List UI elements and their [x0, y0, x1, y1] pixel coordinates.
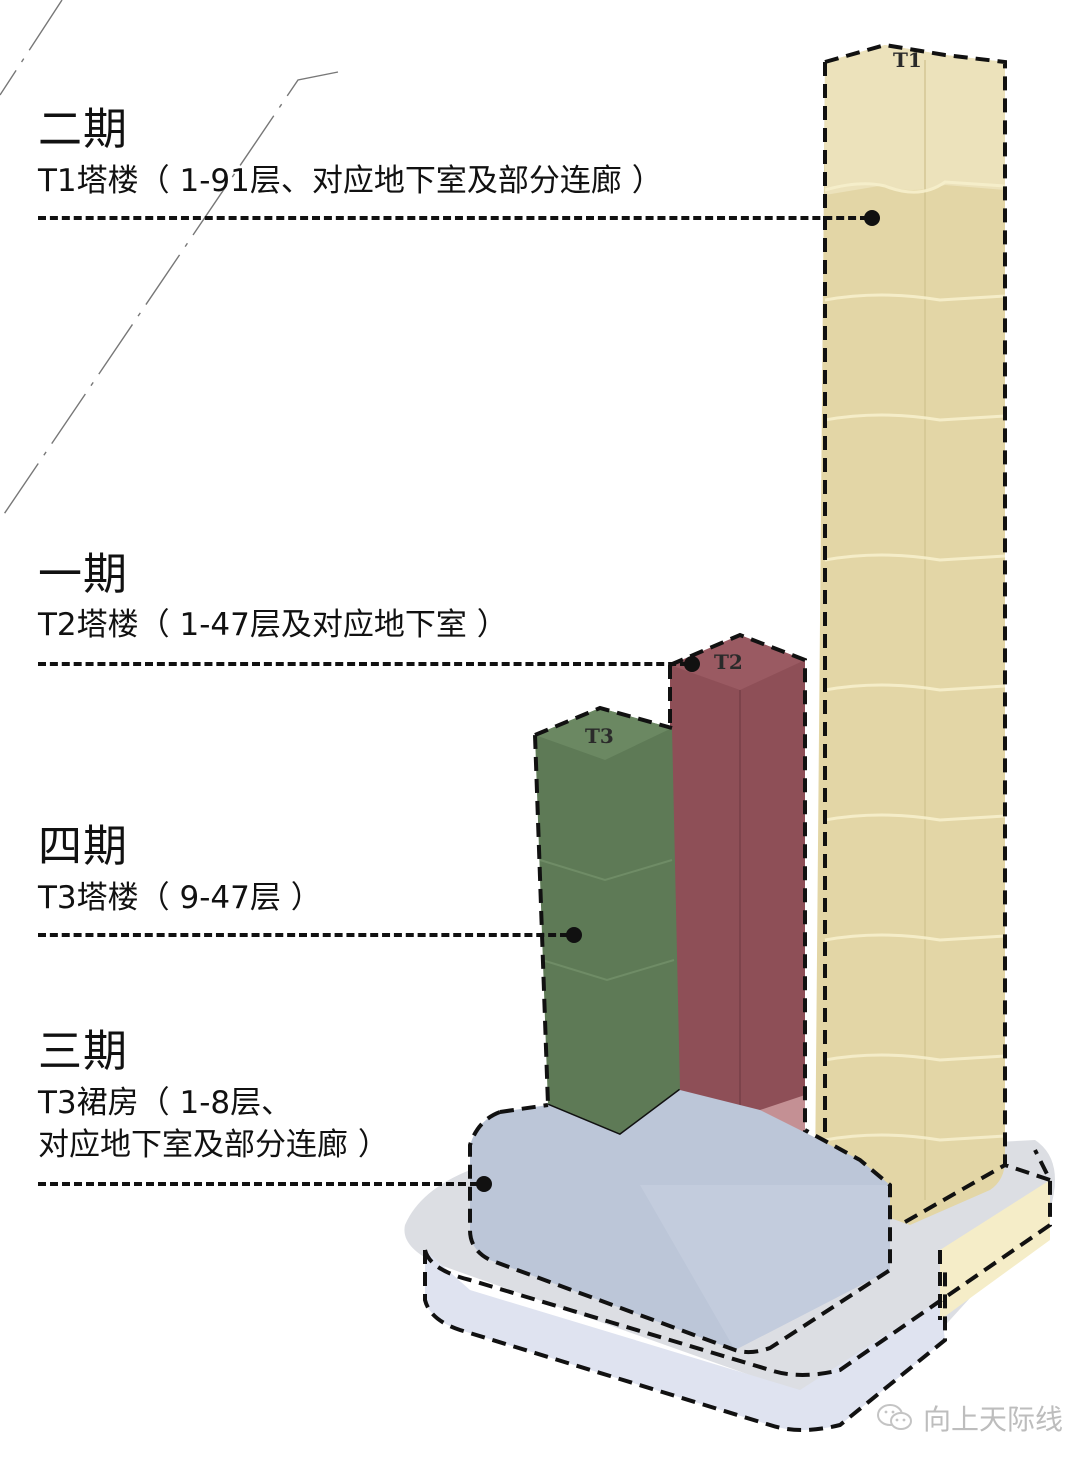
tower-t2 — [668, 632, 807, 1150]
tower-t1 — [815, 42, 1051, 1225]
tower-t1-label: T1 — [893, 48, 922, 72]
phase-3-marker-dot — [476, 1176, 492, 1192]
phase-1-description: T2塔楼（ 1-47层及对应地下室 ） — [38, 607, 508, 643]
phase-1-title: 一期 — [38, 549, 128, 600]
tower-t3 — [533, 705, 681, 1137]
t3-podium — [468, 1090, 892, 1355]
phase-4-marker-dot — [566, 927, 582, 943]
phase-4-title: 四期 — [38, 821, 128, 872]
phase-3-title: 三期 — [38, 1026, 128, 1077]
background-guide-lines — [0, 0, 339, 521]
phase-1-leader-line — [38, 662, 688, 666]
phase-2-description: T1塔楼（ 1-91层、对应地下室及部分连廊 ） — [38, 163, 663, 199]
tower-t2-label: T2 — [714, 650, 743, 674]
tower-t3-label: T3 — [585, 724, 614, 748]
watermark: 向上天际线 — [875, 1398, 1063, 1438]
phase-2-leader-line — [38, 216, 868, 220]
phase-4-description: T3塔楼（ 9-47层 ） — [38, 880, 322, 916]
phase-4-leader-line — [38, 933, 568, 937]
phase-2-title: 二期 — [38, 104, 128, 155]
phase-3-description: T3裙房（ 1-8层、 对应地下室及部分连廊 ） — [38, 1085, 389, 1163]
phase-3-leader-line — [38, 1182, 478, 1186]
watermark-text: 向上天际线 — [923, 1403, 1064, 1436]
phase-2-marker-dot — [864, 210, 880, 226]
wechat-icon — [877, 1404, 912, 1430]
phase-1-marker-dot — [684, 656, 700, 672]
